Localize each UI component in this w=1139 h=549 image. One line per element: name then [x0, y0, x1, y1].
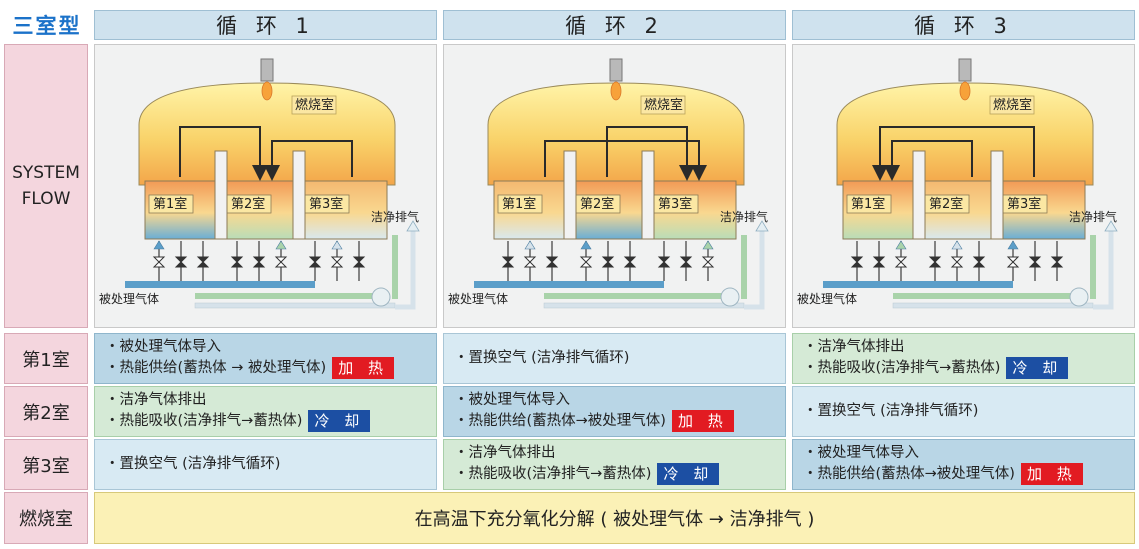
system-flow-label: SYSTEM FLOW	[4, 44, 88, 328]
row-label-chamber-1: 第1室	[4, 333, 88, 384]
combustion-description: 在高温下充分氧化分解 ( 被处理气体 → 洁净排气 )	[94, 492, 1135, 544]
row-label-chamber-2: 第2室	[4, 386, 88, 437]
cell-text-line: ・被处理气体导入	[105, 338, 426, 357]
cycle-2-header: 循 环 2	[443, 10, 786, 40]
furnace-label: 燃烧室	[295, 97, 334, 113]
cell-text: ・洁净气体排出	[454, 445, 556, 461]
cell-text-line: ・热能吸收(洁净排气→蓄热体) 冷 却	[803, 357, 1124, 379]
chamber-label: 第1室	[153, 196, 187, 212]
heating-badge: 加 热	[1020, 463, 1083, 485]
cell-text: ・热能供给(蓄热体→被处理气体)	[803, 465, 1015, 482]
cell-text: ・热能供给(蓄热体→被处理气体)	[454, 412, 666, 429]
treated-gas-label: 被处理气体	[448, 291, 508, 306]
cell-chamber-2-cycle-3: ・置换空气 (洁净排气循环)	[792, 386, 1135, 437]
chamber-label: 第1室	[851, 196, 885, 212]
cell-text-line: ・洁净气体排出	[105, 391, 426, 410]
cell-text-line: ・被处理气体导入	[803, 444, 1124, 463]
cycle-1-diagram: 燃烧室第1室 第2室 第3室洁净排气被处理气体	[94, 44, 437, 328]
treated-gas-label: 被处理气体	[99, 291, 159, 306]
cooling-badge: 冷 却	[1006, 357, 1069, 379]
cell-chamber-2-cycle-2: ・被处理气体导入・热能供给(蓄热体→被处理气体) 加 热	[443, 386, 786, 437]
cell-text-line: ・被处理气体导入	[454, 391, 775, 410]
cell-text: ・热能吸收(洁净排气→蓄热体)	[454, 465, 652, 482]
cell-chamber-1-cycle-1: ・被处理气体导入・热能供给(蓄热体 → 被处理气体) 加 热	[94, 333, 437, 384]
cell-text: ・被处理气体导入	[454, 392, 570, 408]
cell-text: ・被处理气体导入	[803, 445, 919, 461]
cell-text-line: ・热能供给(蓄热体→被处理气体) 加 热	[454, 410, 775, 432]
chamber-label: 第2室	[580, 196, 614, 212]
clean-exhaust-label: 洁净排气	[1069, 209, 1117, 224]
furnace-label: 燃烧室	[993, 97, 1032, 113]
clean-exhaust-label: 洁净排气	[720, 209, 768, 224]
system-type-label: 三室型	[12, 14, 82, 38]
cell-text: ・热能供给(蓄热体 → 被处理气体)	[105, 359, 327, 376]
cell-text: ・热能吸收(洁净排气→蓄热体)	[105, 412, 303, 429]
cell-text: ・被处理气体导入	[105, 339, 221, 355]
chamber-label: 第2室	[929, 196, 963, 212]
cell-chamber-3-cycle-2: ・洁净气体排出・热能吸收(洁净排气→蓄热体) 冷 却	[443, 439, 786, 490]
row-label-combustion: 燃烧室	[4, 492, 88, 544]
cell-text: ・热能吸收(洁净排气→蓄热体)	[803, 359, 1001, 376]
cell-chamber-1-cycle-2: ・置换空气 (洁净排气循环)	[443, 333, 786, 384]
cell-text-line: ・热能吸收(洁净排气→蓄热体) 冷 却	[105, 410, 426, 432]
clean-exhaust-label: 洁净排气	[371, 209, 419, 224]
cycle-2-diagram: 燃烧室第1室 第2室 第3室洁净排气被处理气体	[443, 44, 786, 328]
cell-text: ・置换空气 (洁净排气循环)	[105, 456, 281, 472]
cycle-3-diagram: 燃烧室第1室 第2室 第3室洁净排气被处理气体	[792, 44, 1135, 328]
chamber-label: 第3室	[1007, 196, 1041, 212]
cycle-1-header: 循 环 1	[94, 10, 437, 40]
cell-text-line: ・洁净气体排出	[454, 444, 775, 463]
cell-chamber-3-cycle-1: ・置换空气 (洁净排气循环)	[94, 439, 437, 490]
cell-text-line: ・置换空气 (洁净排气循环)	[803, 402, 1124, 421]
cell-chamber-1-cycle-3: ・洁净气体排出・热能吸收(洁净排气→蓄热体) 冷 却	[792, 333, 1135, 384]
cell-text: ・置换空气 (洁净排气循环)	[803, 403, 979, 419]
row-label-chamber-3: 第3室	[4, 439, 88, 490]
cell-text-line: ・置换空气 (洁净排气循环)	[454, 349, 775, 368]
cell-chamber-3-cycle-3: ・被处理气体导入・热能供给(蓄热体→被处理气体) 加 热	[792, 439, 1135, 490]
heating-badge: 加 热	[332, 357, 394, 379]
cycle-3-header: 循 环 3	[792, 10, 1135, 40]
cell-text-line: ・热能供给(蓄热体 → 被处理气体) 加 热	[105, 357, 426, 379]
chamber-label: 第3室	[658, 196, 692, 212]
furnace-label: 燃烧室	[644, 97, 683, 113]
cell-text-line: ・置换空气 (洁净排气循环)	[105, 455, 426, 474]
cell-chamber-2-cycle-1: ・洁净气体排出・热能吸收(洁净排气→蓄热体) 冷 却	[94, 386, 437, 437]
chamber-label: 第2室	[231, 196, 265, 212]
cell-text-line: ・热能供给(蓄热体→被处理气体) 加 热	[803, 463, 1124, 485]
cell-text: ・置换空气 (洁净排气循环)	[454, 350, 630, 366]
cell-text-line: ・洁净气体排出	[803, 338, 1124, 357]
chamber-label: 第1室	[502, 196, 536, 212]
heating-badge: 加 热	[671, 410, 734, 432]
cooling-badge: 冷 却	[657, 463, 720, 485]
chamber-label: 第3室	[309, 196, 343, 212]
cell-text-line: ・热能吸收(洁净排气→蓄热体) 冷 却	[454, 463, 775, 485]
cell-text: ・洁净气体排出	[803, 339, 905, 355]
cooling-badge: 冷 却	[308, 410, 371, 432]
cell-text: ・洁净气体排出	[105, 392, 207, 408]
treated-gas-label: 被处理气体	[797, 291, 857, 306]
